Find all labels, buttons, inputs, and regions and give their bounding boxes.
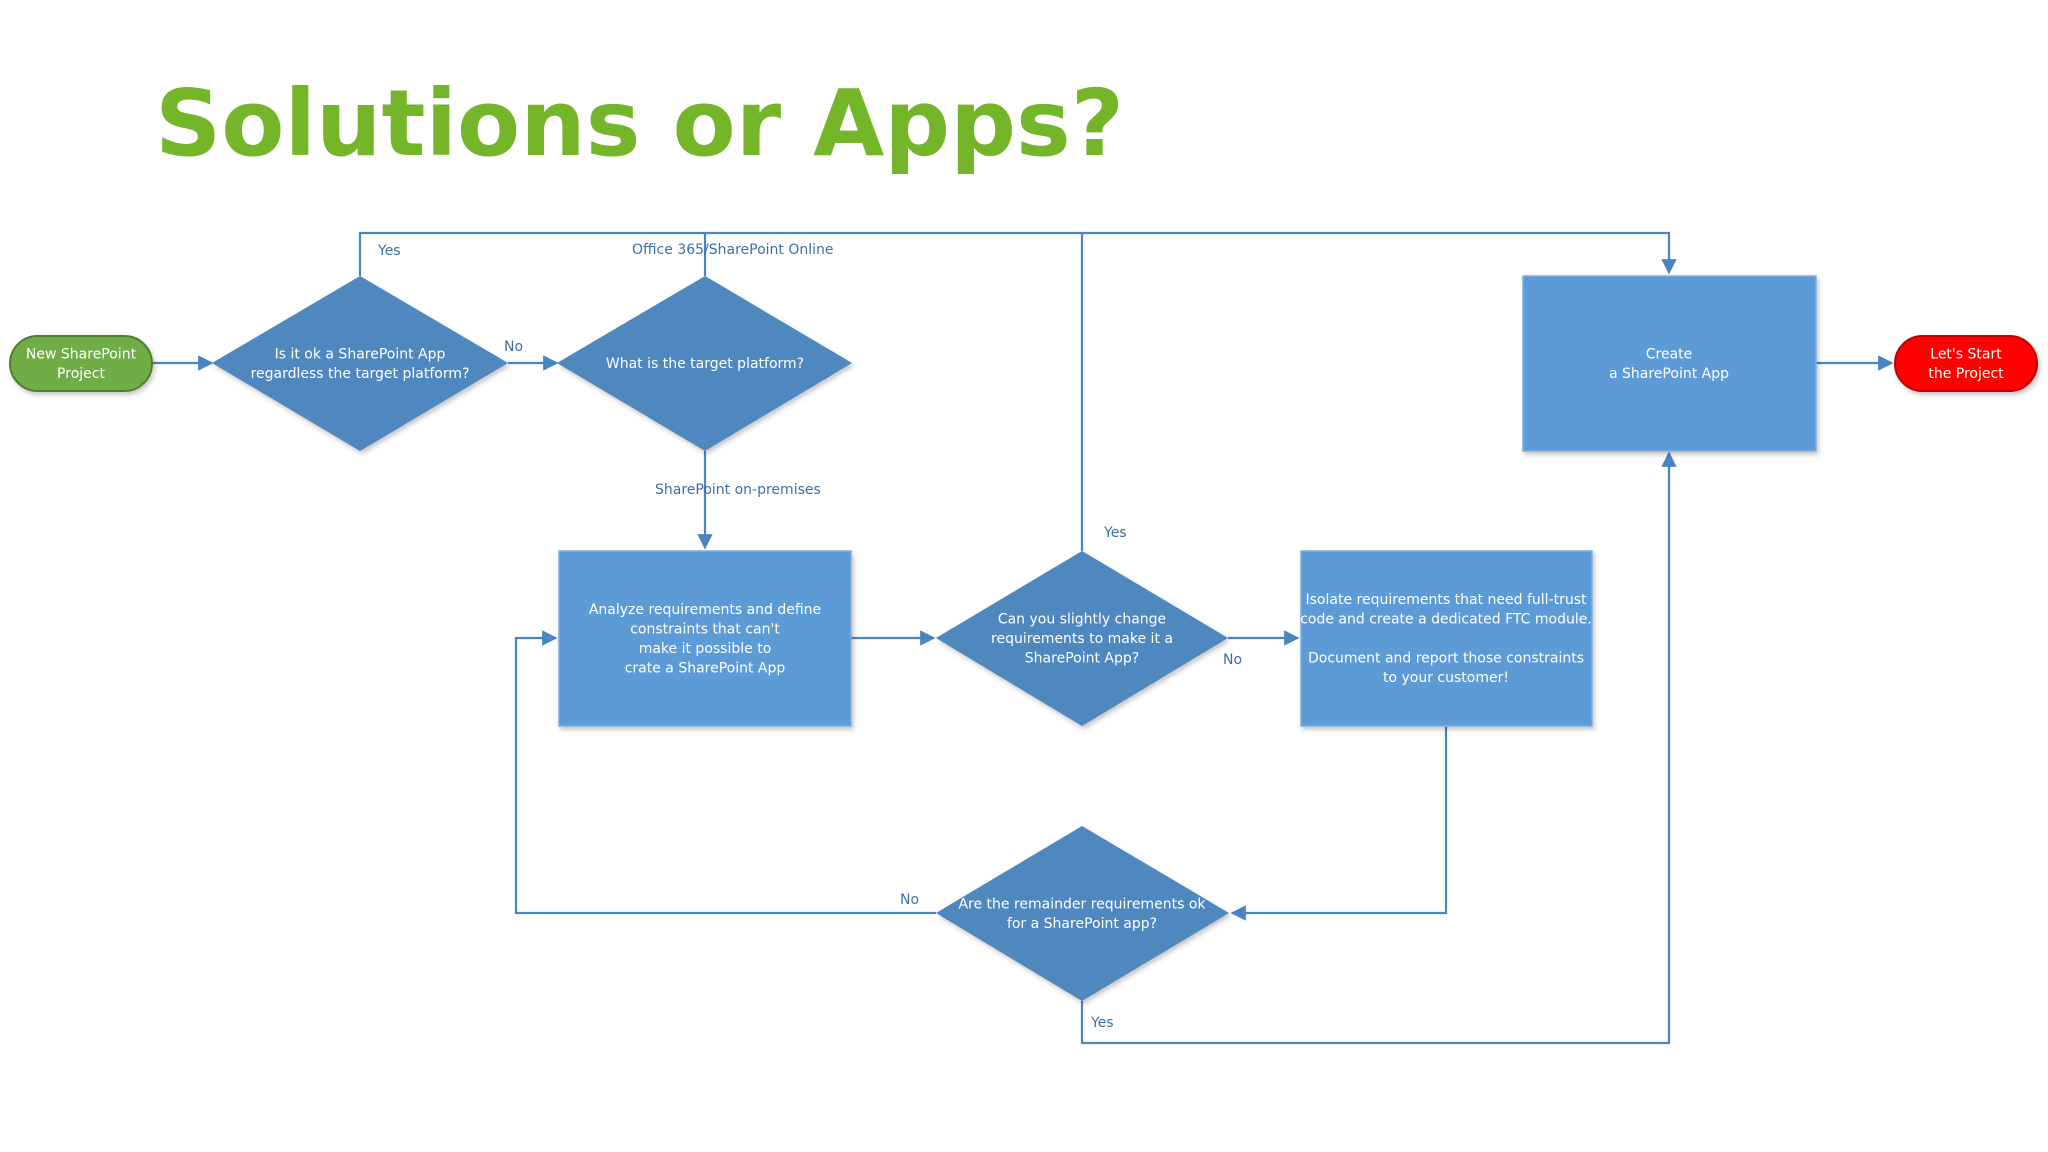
node-text-line: requirements to make it a: [991, 631, 1173, 647]
node-text-line: constraints that can't: [630, 621, 780, 637]
edge-label-app-ok-no: No: [504, 339, 523, 355]
decision-remainder-label: Are the remainder requirements ok for a S…: [958, 896, 1206, 932]
connector-app-ok-yes-top: [358, 231, 1082, 276]
node-text-line: Is it ok a SharePoint App: [275, 346, 446, 362]
node-text-line: What is the target platform?: [606, 356, 804, 372]
node-text-line: to your customer!: [1383, 670, 1509, 686]
edge-label-app-ok-yes: Yes: [377, 243, 401, 259]
create-app-label: Create a SharePoint App: [1609, 346, 1729, 382]
node-text-line: the Project: [1928, 366, 2004, 382]
node-text-line: Are the remainder requirements ok: [958, 896, 1206, 912]
node-text-line: Let's Start: [1930, 346, 2002, 362]
node-text-line: for a SharePoint app?: [1007, 916, 1157, 932]
node-text-line: regardless the target platform?: [251, 366, 470, 382]
node-text-line: code and create a dedicated FTC module.: [1300, 612, 1592, 628]
decision-platform-diamond: [557, 276, 852, 451]
node-text-line: Isolate requirements that need full-trus…: [1306, 592, 1588, 608]
node-text-line: a SharePoint App: [1609, 366, 1729, 382]
start-terminator: [9, 335, 153, 392]
edge-label-remainder-no: No: [900, 892, 919, 908]
end-terminator: [1894, 335, 2038, 392]
decision-remainder-diamond: [936, 826, 1229, 1001]
edge-label-remainder-yes: Yes: [1090, 1015, 1114, 1031]
connector-isolate-to-remainder: [1230, 726, 1448, 921]
connector-remainder-yes-to-create: [1080, 451, 1677, 1045]
edge-label-change-yes: Yes: [1103, 525, 1127, 541]
node-text-line: SharePoint App?: [1025, 651, 1139, 667]
node-text-line: Project: [57, 366, 105, 382]
analyze-label: Analyze requirements and define constrain…: [589, 602, 821, 677]
connectors: [152, 231, 1894, 1045]
connector-remainder-no-to-analyze: [514, 630, 936, 915]
analyze-box: [558, 550, 852, 727]
slide-title: Solutions or Apps?: [155, 70, 1125, 177]
decision-change-label: Can you slightly change requirements to m…: [991, 612, 1173, 667]
decision-change-diamond: [936, 551, 1228, 726]
isolate-label: Isolate requirements that need full-trus…: [1300, 592, 1592, 686]
edge-label-change-no: No: [1223, 652, 1242, 668]
edge-label-platform-onprem: SharePoint on-premises: [655, 482, 821, 498]
end-label: Let's Start the Project: [1928, 346, 2004, 382]
decision-platform-label: What is the target platform?: [606, 356, 804, 372]
decision-app-ok-label: Is it ok a SharePoint App regardless the …: [251, 346, 470, 382]
create-app-box: [1522, 275, 1817, 452]
node-text-line: Analyze requirements and define: [589, 602, 821, 618]
isolate-box: [1300, 550, 1593, 727]
connector-top-to-create-app: [1082, 231, 1677, 275]
node-text-line: New SharePoint: [26, 346, 137, 362]
edge-labels: Yes No Office 365/SharePoint Online Shar…: [377, 242, 1242, 1031]
edge-label-platform-online: Office 365/SharePoint Online: [632, 242, 834, 258]
node-text-line: Can you slightly change: [998, 612, 1166, 628]
node-text-line: crate a SharePoint App: [625, 660, 786, 676]
decision-app-ok-diamond: [212, 276, 508, 451]
node-text-line: Document and report those constraints: [1308, 651, 1584, 667]
node-text-line: make it possible to: [639, 641, 772, 657]
node-text-line: Create: [1646, 346, 1693, 362]
